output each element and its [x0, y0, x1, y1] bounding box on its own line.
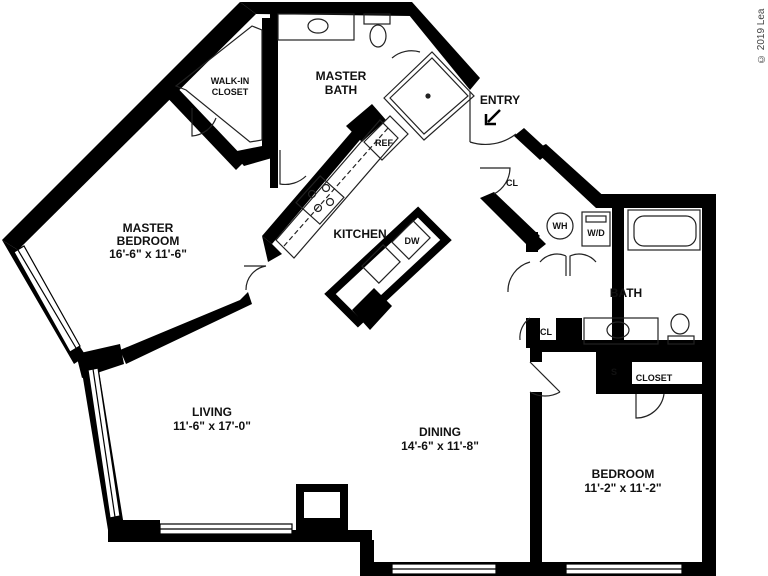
label-shelf: S: [611, 367, 617, 377]
wall-dining-left: [360, 540, 374, 576]
wall-master-bath-left: [270, 10, 278, 188]
master-shower: [383, 51, 475, 141]
wall-bath-left-top: [526, 232, 538, 252]
wall-closet-bottom2: [596, 384, 716, 394]
door-bedroom: [529, 361, 561, 393]
master-toilet-tank: [363, 13, 391, 25]
fixtures: [174, 13, 701, 497]
wall-kitchen-back: [262, 122, 370, 244]
door-wd: [569, 253, 597, 276]
label-master-bath-1: MASTER: [316, 69, 367, 83]
label-closet: CLOSET: [636, 373, 673, 383]
door-bath: [507, 261, 531, 293]
wall-top: [240, 2, 412, 16]
wall-closet-right: [262, 18, 272, 158]
door-master-bath-lower: [279, 150, 307, 186]
label-master-bedroom-1: MASTER: [123, 221, 174, 235]
labels: MASTER BATH WALK-IN CLOSET MASTER BEDROO…: [109, 69, 673, 495]
ref-box: [363, 115, 409, 161]
label-living-dims: 11'-6" x 17'-0": [173, 419, 251, 433]
bathtub: [627, 209, 701, 251]
label-closet-2: CLOSET: [212, 87, 249, 97]
master-bath-vanity: [277, 13, 355, 41]
wall-cl-bath: [556, 318, 582, 352]
label-master-bath-2: BATH: [325, 83, 357, 97]
door-master-bedroom: [244, 265, 267, 291]
label-bedroom-dims: 11'-2" x 11'-2": [584, 481, 661, 495]
wall-bath-mid: [612, 200, 624, 350]
label-master-bedroom-2: BEDROOM: [117, 234, 180, 248]
label-cl-bath: CL: [540, 327, 552, 337]
bath-toilet-tank: [667, 335, 695, 345]
label-entry: ENTRY: [480, 93, 520, 107]
dw-box: [391, 220, 431, 260]
wall-cl-east: [534, 144, 608, 208]
label-living: LIVING: [192, 405, 232, 419]
wall-master-bedroom-north: [2, 2, 256, 250]
kitchen-counter: [275, 119, 399, 259]
kitchen-island: [324, 206, 452, 328]
wall-master-bath-east: [400, 2, 480, 90]
wall-bath-top: [596, 194, 716, 208]
door-cl-bath: [519, 317, 531, 341]
door-master-bath: [391, 50, 421, 59]
wall-ref-block: [346, 104, 386, 142]
label-bath: BATH: [610, 286, 642, 300]
bath-vanity: [583, 317, 659, 345]
label-master-bedroom-dims: 16'-6" x 11'-6": [109, 247, 187, 261]
door-closet: [191, 108, 217, 137]
bath-toilet-bowl: [670, 313, 690, 335]
bath-sink: [606, 321, 630, 339]
wall-closet-top: [596, 352, 716, 362]
wall-bedroom-top-left: [530, 340, 542, 362]
label-kitchen: KITCHEN: [333, 227, 386, 241]
washer-dryer: [581, 211, 611, 247]
wall-kitchen-lower: [262, 236, 282, 262]
windows: [13, 245, 683, 575]
label-cl-entry: CL: [506, 178, 518, 188]
label-closet-1: WALK-IN: [211, 76, 250, 86]
master-bath-sink: [307, 18, 329, 34]
door-wh: [539, 253, 567, 276]
wall-master-south: [120, 292, 252, 364]
wall-bedroom-left: [530, 392, 542, 576]
label-dining: DINING: [419, 425, 461, 439]
wall-closet-diag: [160, 80, 246, 170]
door-bedroom-closet: [635, 393, 665, 419]
label-ref: REF: [375, 138, 394, 148]
door-cl-entry: [480, 167, 511, 195]
master-toilet-bowl: [369, 24, 387, 48]
wall-closet-bottom: [232, 144, 272, 166]
kitchen-island-block: [352, 288, 392, 330]
water-heater: [546, 212, 574, 240]
island-sink: [361, 244, 401, 284]
label-bedroom: BEDROOM: [592, 467, 655, 481]
wall-corner-block: [76, 344, 124, 378]
stove: [295, 175, 345, 225]
label-dw: DW: [405, 236, 420, 246]
label-wd: W/D: [587, 228, 605, 238]
label-dining-dims: 14'-6" x 11'-8": [401, 439, 479, 453]
entry-arrow-icon: [484, 109, 501, 126]
label-wh: WH: [553, 221, 568, 231]
closet-shelf: [174, 25, 263, 143]
